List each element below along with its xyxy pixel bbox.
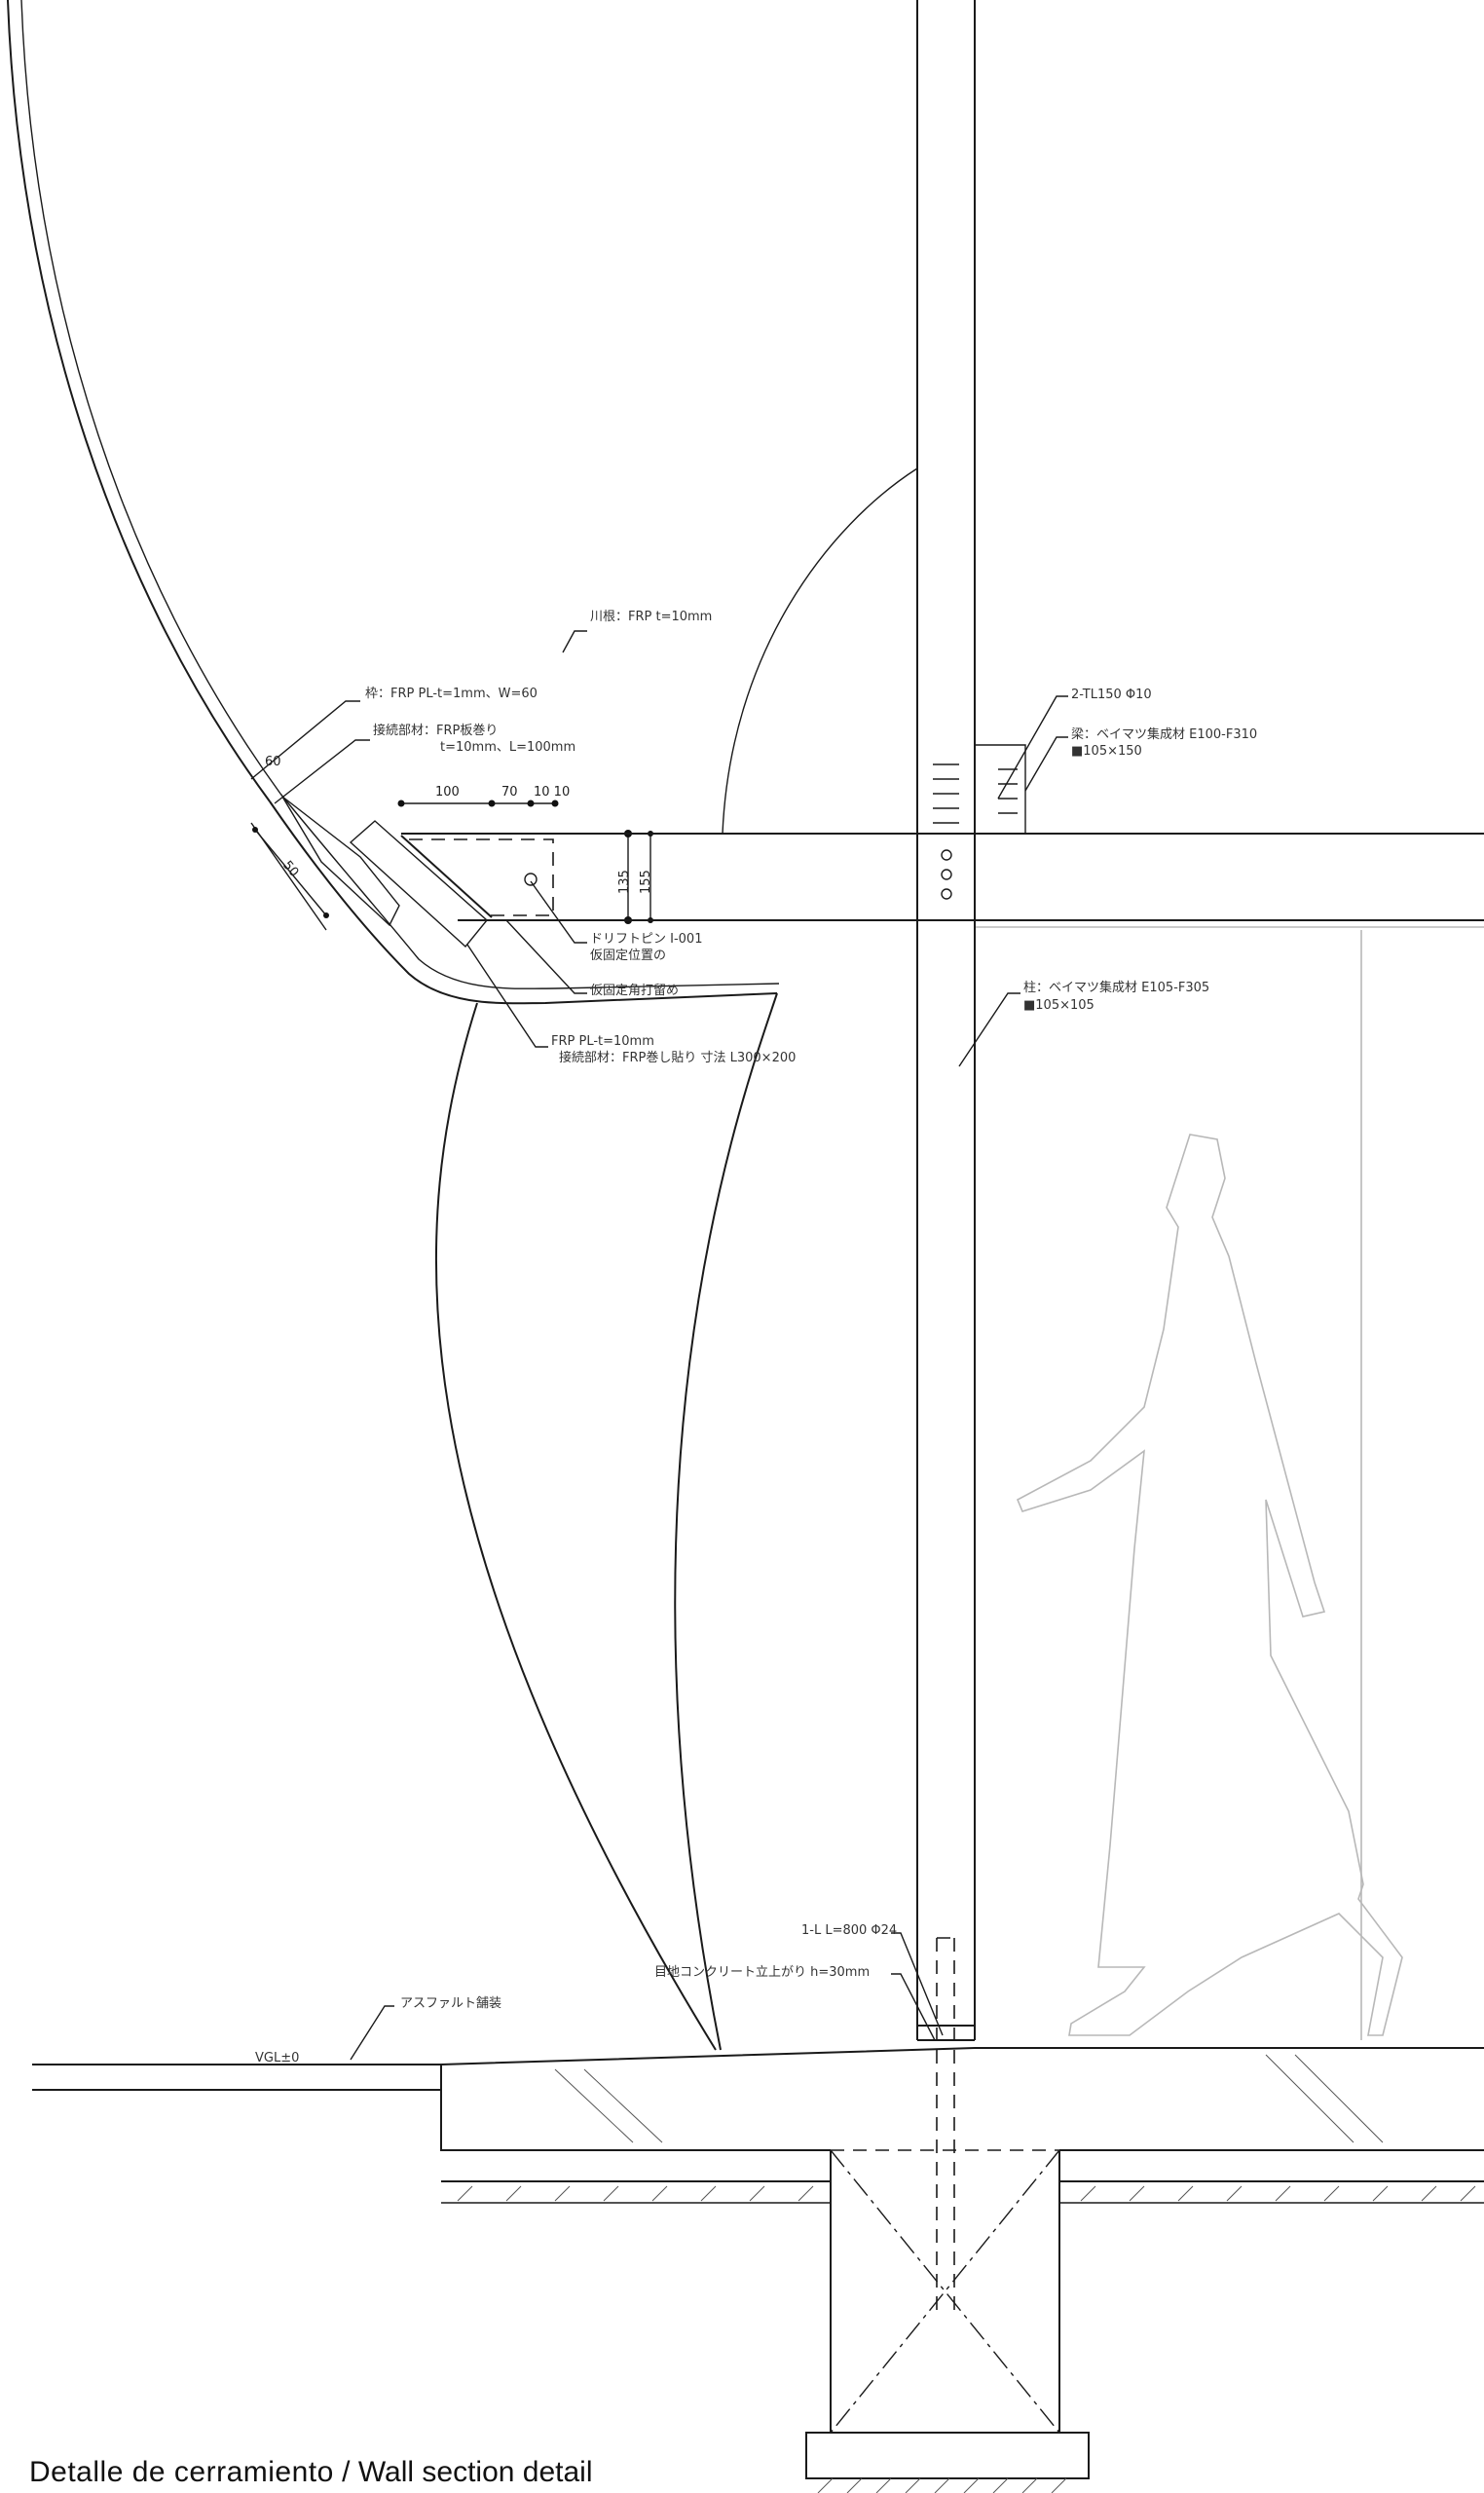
label-bolt: 2-TL150 Φ10 <box>1071 688 1152 702</box>
column <box>916 0 976 2040</box>
label-ground-level: VGL±0 <box>255 2051 300 2065</box>
title-separator: / <box>333 2456 358 2488</box>
dim-70: 70 <box>501 785 518 800</box>
shell-lower-curve <box>269 800 778 1005</box>
shell-lower-curve-inner <box>279 793 780 989</box>
label-beam-size: ■105×150 <box>1071 744 1142 759</box>
label-asphalt: アスファルト舗装 <box>400 1996 502 2011</box>
anchor-bolt <box>936 1937 955 2318</box>
outer-shell-arc <box>7 0 271 802</box>
dimension-diagonal <box>254 829 327 916</box>
footing <box>805 2150 1090 2479</box>
footing-hatch <box>817 2477 1067 2493</box>
label-column-size: ■105×105 <box>1023 998 1094 1013</box>
bolt-plate <box>975 744 1026 834</box>
label-drift-pin: ドリフトピン I-001 <box>590 932 703 947</box>
column-base <box>917 2025 975 2041</box>
dim-155: 155 <box>639 870 653 894</box>
dim-100: 100 <box>435 785 460 800</box>
connector-plate <box>281 796 400 927</box>
label-anchor: 1-L L=800 Φ24 <box>801 1923 898 1938</box>
hidden-outline <box>409 838 554 916</box>
dim-135: 135 <box>617 870 632 894</box>
title-sub: Wall section detail <box>357 2456 593 2488</box>
curved-wall-right <box>674 992 778 2051</box>
inner-arch <box>722 467 918 835</box>
label-frp-plate: FRP PL-t=10mm <box>551 1034 654 1049</box>
person-silhouette <box>1016 1134 1403 2036</box>
beam <box>401 833 1484 921</box>
label-roof: 川根：FRP t=10mm <box>590 610 713 624</box>
label-connector-size: t=10mm、L=100mm <box>440 740 576 755</box>
connector-diagonal <box>400 835 493 918</box>
label-concrete: 目地コンクリート立上がり h=30mm <box>654 1965 871 1980</box>
ground-line <box>32 2064 441 2091</box>
footing-cross <box>830 2149 1060 2434</box>
dim-10: 10 10 <box>534 785 571 800</box>
dim-line-vertical <box>627 834 651 920</box>
slab-hatch <box>457 2054 1476 2202</box>
title-main: Detalle de cerramiento <box>29 2456 334 2488</box>
label-beam: 梁：ベイマツ集成材 E100-F310 <box>1071 727 1258 742</box>
slab <box>440 2047 1484 2182</box>
label-frame: 枠：FRP PL-t=1mm、W=60 <box>365 687 538 701</box>
drift-pin <box>524 873 538 886</box>
label-frp-plate-note: 接続部材：FRP巻し貼り 寸法 L300×200 <box>559 1051 797 1065</box>
outer-shell-arc-inner <box>20 0 281 795</box>
label-connector: 接続部材：FRP板巻り <box>373 724 499 738</box>
dim-60: 60 <box>265 755 281 769</box>
label-drift-pin-note: 仮固定位置の <box>590 949 667 963</box>
drawing-title: Detalle de cerramiento / Wall section de… <box>29 2456 593 2489</box>
label-temp-fix: 仮固定角打留め <box>590 984 680 998</box>
curved-wall-left <box>434 1002 717 2051</box>
label-column: 柱：ベイマツ集成材 E105-F305 <box>1023 981 1210 995</box>
bolt-marks <box>933 763 1018 824</box>
